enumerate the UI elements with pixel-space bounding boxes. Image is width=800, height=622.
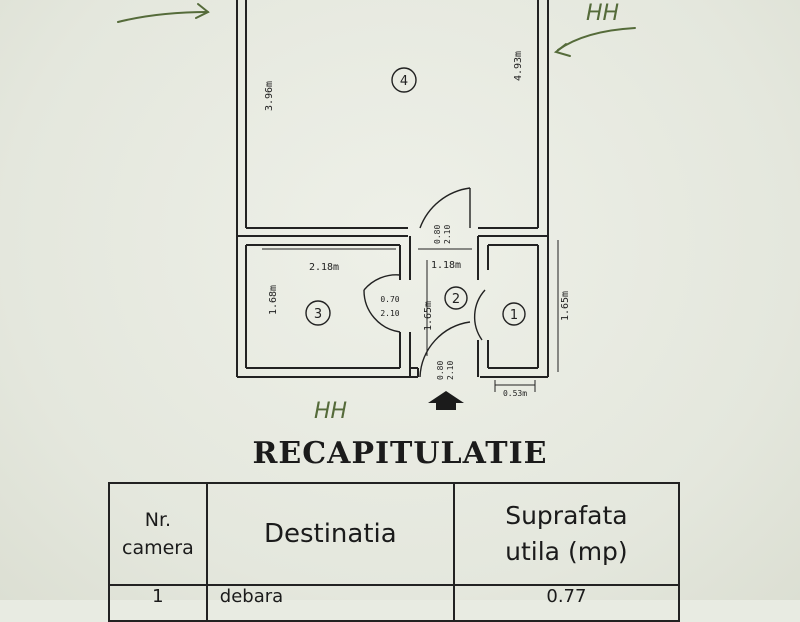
- dim-door3-width: 0.70: [380, 295, 399, 304]
- dim-door3-height: 2.10: [380, 309, 399, 318]
- dim-entry-height: 2.10: [446, 361, 455, 380]
- room-2-number: 2: [452, 292, 460, 307]
- header-nr-line2: camera: [122, 537, 194, 559]
- header-destinatia: Destinatia: [205, 482, 455, 586]
- floor-plan: 4 3 2 1 3.96m 4.93m 2.18m 1.68m 1.18m 1.…: [117, 0, 636, 424]
- handwritten-arrows: [117, 3, 636, 57]
- dimension-lines: [262, 240, 559, 392]
- row-surface: 0.77: [452, 584, 681, 622]
- dim-door4-width: 0.80: [433, 225, 442, 244]
- header-surface-line2: utila (mp): [505, 537, 628, 566]
- dim-entry-width: 0.80: [436, 361, 445, 380]
- header-nr-camera: Nr. camera: [108, 482, 208, 586]
- dim-door4-height: 2.10: [443, 225, 452, 244]
- door-swings: [363, 187, 486, 378]
- room-3-number: 3: [314, 307, 322, 322]
- handwritten-mark-top: HH: [586, 1, 619, 26]
- dim-room3-width: 2.18m: [309, 262, 339, 273]
- handwritten-mark-bottom: HH: [314, 399, 347, 424]
- entry-arrow-icon: [428, 391, 464, 410]
- room-3-walls: [236, 236, 418, 378]
- table-row: 1 debara 0.77: [108, 584, 681, 622]
- dim-room2-height: 1.65m: [423, 301, 434, 331]
- dim-room1-height: 1.65m: [560, 291, 571, 321]
- dim-room4-right: 4.93m: [513, 51, 524, 81]
- header-nr-line1: Nr.: [144, 509, 172, 531]
- dim-room3-height: 1.68m: [268, 285, 279, 315]
- room-1-2-walls: [410, 236, 549, 378]
- room-number-markers: [305, 67, 526, 326]
- recap-table: Nr. camera Destinatia Suprafata utila (m…: [108, 482, 681, 622]
- room-4-number: 4: [400, 74, 408, 89]
- row-nr: 1: [108, 584, 208, 622]
- room-1-number: 1: [510, 308, 518, 323]
- dim-room2-width: 1.18m: [431, 260, 461, 271]
- header-suprafata: Suprafata utila (mp): [452, 482, 681, 586]
- header-surface-line1: Suprafata: [505, 501, 628, 530]
- dim-bottom-right: 0.53m: [503, 389, 527, 398]
- recap-header-row: Nr. camera Destinatia Suprafata utila (m…: [108, 482, 681, 586]
- row-destination: debara: [205, 584, 455, 622]
- dim-room4-left: 3.96m: [264, 81, 275, 111]
- room-4-walls: [236, 0, 549, 237]
- recap-title: RECAPITULATIE: [252, 436, 548, 471]
